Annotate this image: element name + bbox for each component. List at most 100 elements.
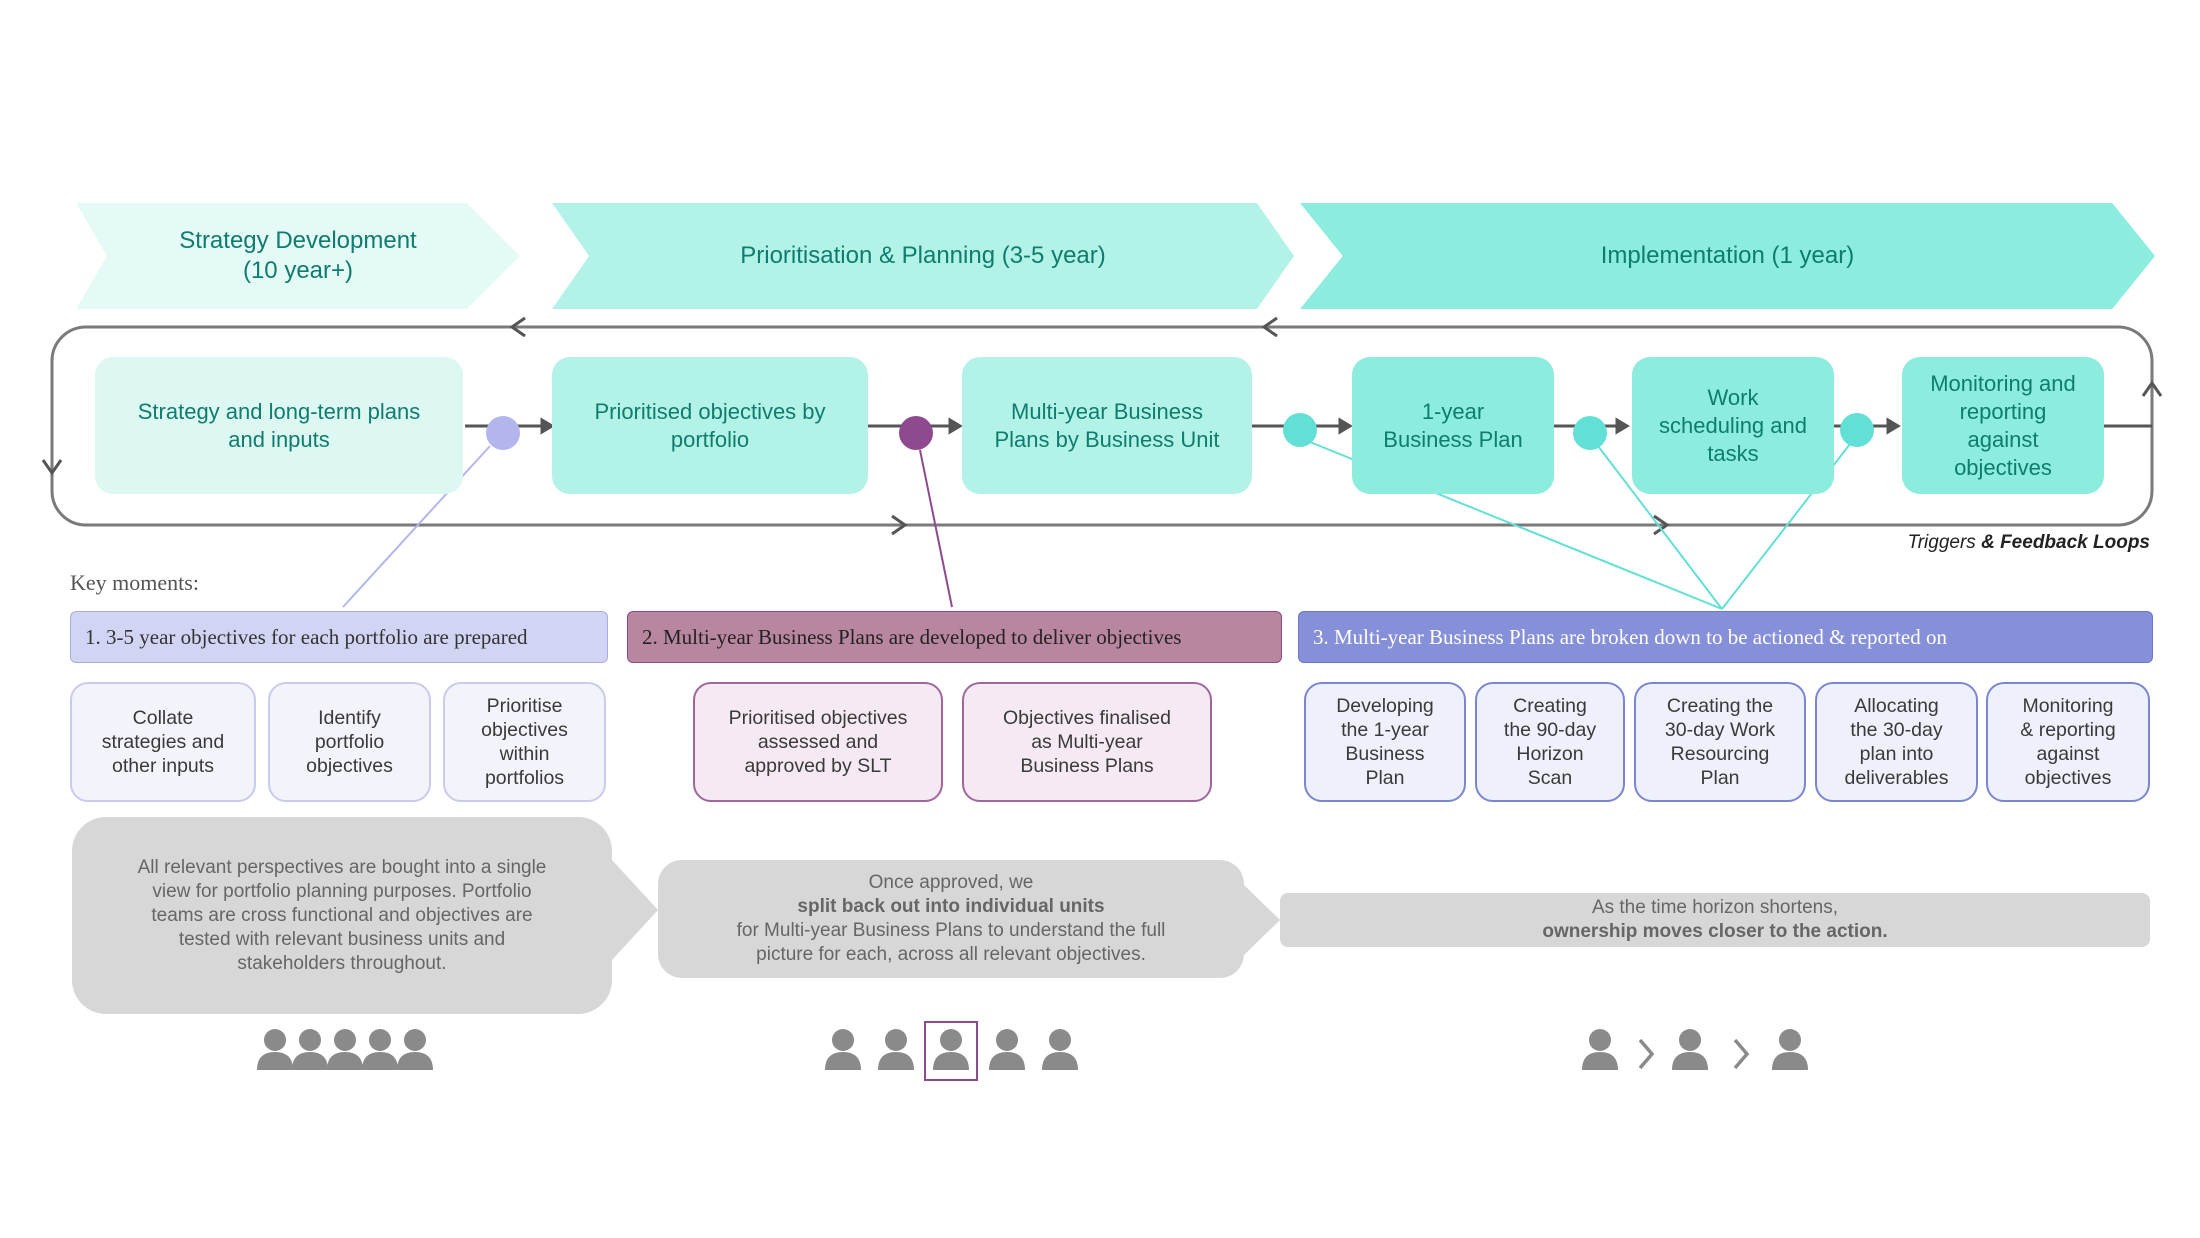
arrow-right-icon [1638,1038,1655,1070]
step-line: Objectives finalised [1003,707,1171,729]
step-line: objectives [306,755,393,777]
note-line: Once approved, we split back out into in… [737,871,1166,919]
loop-arrow-up [2141,380,2163,397]
step-line: Business [1345,743,1425,765]
key-moment-2: 2. Multi-year Business Plans are develop… [627,611,1282,663]
phase-line: Prioritisation & Planning (3-5 year) [740,242,1106,269]
box-line: Business Plan [1383,426,1523,452]
highlight-frame [924,1021,978,1081]
person-icon [362,1029,398,1070]
step-line: Identify [318,707,381,729]
people-group-3 [1582,1029,1808,1070]
person-icon [257,1029,293,1070]
loop-arrow-left-2 [1261,316,1278,338]
step-line: portfolios [484,767,565,789]
box-line: reporting [1959,398,2047,424]
note-text-bold: ownership moves closer to the action. [1542,921,1888,942]
leader-line-3b [1597,445,1723,610]
phase-implementation: Implementation (1 year) [1300,203,2155,309]
step-line: Prioritised objectives [728,707,908,729]
step-line: within [499,743,550,765]
loop-arrow-right-1 [891,514,908,536]
note-line: for Multi-year Business Plans to underst… [736,920,1166,941]
note-ownership-moves: As the time horizon shortens, ownership … [1280,893,2150,947]
dot-lavender [486,416,520,450]
box-line: Prioritised objectives by [594,398,826,424]
step-line: Scan [1527,767,1573,789]
phase-strategy-development: Strategy Development(10 year+) [76,203,520,309]
step-line: as Multi-year [1031,731,1143,753]
key-moment-label: 2. Multi-year Business Plans are develop… [642,624,1182,649]
step-line: Resourcing [1670,743,1770,765]
phase-line: Implementation (1 year) [1600,242,1855,269]
box-line: Plans by Business Unit [994,426,1220,452]
phase-prioritisation-planning: Prioritisation & Planning (3-5 year) [552,203,1294,309]
dot-teal-3 [1840,413,1874,447]
step-line: the 30-day [1850,719,1943,741]
step-line: strategies and [101,731,225,753]
step-line: Creating the [1666,695,1774,717]
box-line: 1-year [1421,398,1485,424]
step-line: approved by SLT [744,755,892,777]
phase-line: (10 year+) [242,257,354,284]
person-icon [989,1029,1025,1070]
loop-arrow-left-1 [509,316,526,338]
note-text-bold: split back out into individual units [797,896,1105,917]
box-line: scheduling and [1658,412,1807,438]
note-line: picture for each, across all relevant ob… [756,944,1146,965]
triggers-word: Triggers [1907,532,1976,553]
arrow-right-icon [1733,1038,1750,1070]
key-moment-3: 3. Multi-year Business Plans are broken … [1298,611,2153,663]
loop-arrow-down [41,459,63,476]
step-line: Plan [1365,767,1405,789]
people-group-2 [825,1021,1078,1081]
box-line: and inputs [228,426,330,452]
step-line: Plan [1700,767,1740,789]
note-split-back-out: Once approved, we split back out into in… [658,860,1244,978]
note-text-plain: Once approved, we [868,872,1034,893]
note-line: stakeholders throughout. [237,952,447,974]
leader-line-1 [342,445,491,608]
step-line: portfolio [314,731,385,753]
note-line: All relevant perspectives are bought int… [137,856,547,878]
dot-teal-2 [1573,416,1607,450]
box-line: portfolio [670,426,750,452]
step-line: objectives [2024,767,2112,789]
step-line: the 90-day [1503,719,1597,741]
step-line: objectives [481,719,568,741]
key-moment-1: 1. 3-5 year objectives for each portfoli… [70,611,608,663]
leader-line-2 [919,449,953,608]
note-pointer-1 [612,860,658,960]
feedback-loops-words: & Feedback Loops [1975,532,2150,553]
person-icon [825,1029,861,1070]
person-icon [292,1029,328,1070]
box-line: Strategy and long-term plans [137,398,421,424]
box-line: Monitoring and [1930,370,2076,396]
step-line: the 1-year [1341,719,1429,741]
step-line: deliverables [1844,767,1949,789]
step-line: against [2036,743,2100,765]
dot-purple [899,416,933,450]
box-line: Multi-year Business [1011,398,1203,424]
step-line: Collate [132,707,194,729]
step-line: Creating [1513,695,1587,717]
note-line: teams are cross functional and objective… [151,904,533,926]
loop-arrow-right-2 [1653,514,1670,536]
person-icon [327,1029,363,1070]
person-icon [1042,1029,1078,1070]
note-line: tested with relevant business units and [178,928,506,950]
box-line: tasks [1707,440,1759,466]
triggers-feedback-label: Triggers & Feedback Loops [1860,532,2150,554]
